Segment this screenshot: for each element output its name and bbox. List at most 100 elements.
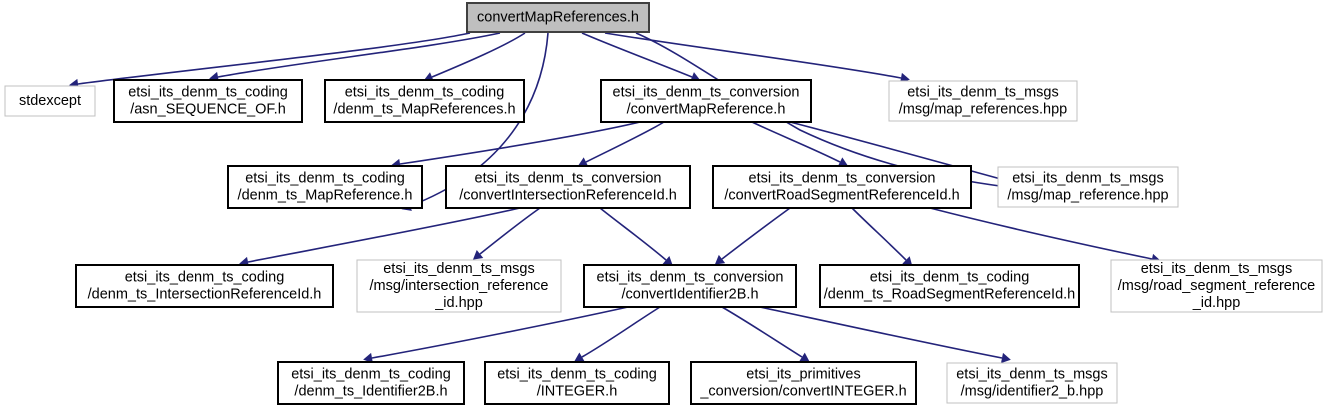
node-label: etsi_its_denm_ts_msgs/msg/intersection_r… xyxy=(370,261,549,311)
node-label: etsi_its_denm_ts_msgs/msg/road_segment_r… xyxy=(1118,261,1315,311)
node-label-line: /denm_ts_MapReference.h xyxy=(238,187,413,203)
graph-node-road_segment_reference_id_hpp[interactable]: etsi_its_denm_ts_msgs/msg/road_segment_r… xyxy=(1110,259,1323,313)
node-label-line: etsi_its_denm_ts_coding xyxy=(245,170,405,186)
node-label-line: /convertRoadSegmentReferenceId.h xyxy=(724,187,959,203)
node-label-line: etsi_its_denm_ts_coding xyxy=(497,366,657,382)
node-label-line: /msg/road_segment_reference xyxy=(1118,278,1315,294)
dependency-edge xyxy=(371,306,629,359)
node-box xyxy=(600,79,812,123)
node-label-line: /msg/map_references.hpp xyxy=(899,101,1067,117)
graph-node-denm_ts_intersectionreferenceid[interactable]: etsi_its_denm_ts_coding/denm_ts_Intersec… xyxy=(75,264,334,308)
node-label: etsi_its_denm_ts_conversion/convertRoadS… xyxy=(724,170,959,203)
node-box xyxy=(324,79,525,123)
dependency-edge xyxy=(399,121,641,165)
graph-node-denm_ts_identifier2b[interactable]: etsi_its_denm_ts_coding/denm_ts_Identifi… xyxy=(277,361,465,405)
graph-node-asn_sequence_of[interactable]: etsi_its_denm_ts_coding/asn_SEQUENCE_OF.… xyxy=(113,79,303,123)
node-label: etsi_its_denm_ts_coding/denm_ts_MapRefer… xyxy=(333,84,515,117)
node-label-line: /denm_ts_IntersectionReferenceId.h xyxy=(88,286,322,302)
node-label: etsi_its_denm_ts_msgs/msg/map_references… xyxy=(899,84,1067,117)
dependency-edge xyxy=(929,207,1153,260)
node-box xyxy=(277,361,465,405)
graph-node-convertmapreference[interactable]: etsi_its_denm_ts_conversion/convertMapRe… xyxy=(600,79,812,123)
node-label-line: /asn_SEQUENCE_OF.h xyxy=(130,101,286,117)
node-label-line: etsi_its_denm_ts_conversion xyxy=(613,84,800,100)
node-box xyxy=(445,165,691,209)
node-label-line: etsi_its_denm_ts_msgs xyxy=(1141,261,1293,277)
dependency-edge xyxy=(431,32,526,78)
node-box xyxy=(946,362,1118,404)
node-label-line: etsi_its_denm_ts_coding xyxy=(125,269,285,285)
node-label-line: /convertIntersectionReferenceId.h xyxy=(459,187,677,203)
node-box xyxy=(583,264,797,308)
graph-node-convertroadsegmentreferenceid[interactable]: etsi_its_denm_ts_conversion/convertRoadS… xyxy=(712,165,972,209)
node-box xyxy=(997,166,1179,208)
graph-node-stdexcept[interactable]: stdexcept xyxy=(4,85,96,117)
arrowhead-icon xyxy=(799,352,810,362)
node-label: etsi_its_denm_ts_coding/denm_ts_RoadSegm… xyxy=(824,269,1076,302)
graph-node-map_reference_hpp[interactable]: etsi_its_denm_ts_msgs/msg/map_reference.… xyxy=(997,166,1179,208)
dependency-edge xyxy=(581,32,693,78)
node-label-line: etsi_its_denm_ts_msgs xyxy=(956,366,1108,382)
dependency-edge xyxy=(479,207,541,255)
graph-node-convertinteger[interactable]: etsi_its_primitives_conversion/convertIN… xyxy=(690,361,917,405)
arrowhead-icon xyxy=(472,249,484,260)
node-layer: convertMapReferences.h stdexcept etsi_its_… xyxy=(4,2,1323,405)
node-label-line: etsi_its_denm_ts_msgs xyxy=(907,84,1059,100)
node-box xyxy=(75,264,334,308)
node-label-line: etsi_its_primitives xyxy=(746,366,860,382)
graph-node-identifier2_b_hpp[interactable]: etsi_its_denm_ts_msgs/msg/identifier2_b.… xyxy=(946,362,1118,404)
node-label-line: /msg/identifier2_b.hpp xyxy=(961,383,1104,399)
node-label: etsi_its_denm_ts_coding/asn_SEQUENCE_OF.… xyxy=(128,84,288,117)
node-label-line: /denm_ts_Identifier2B.h xyxy=(294,383,447,399)
graph-node-map_references_hpp[interactable]: etsi_its_denm_ts_msgs/msg/map_references… xyxy=(888,80,1078,122)
node-label: stdexcept xyxy=(19,93,81,109)
graph-node-root: convertMapReferences.h xyxy=(466,2,650,33)
arrowhead-icon xyxy=(1001,352,1011,364)
node-label: convertMapReferences.h xyxy=(477,9,639,25)
graph-node-convertidentifier2b[interactable]: etsi_its_denm_ts_conversion/convertIdent… xyxy=(583,264,797,308)
node-label-line: stdexcept xyxy=(19,93,81,109)
dependency-edge xyxy=(77,32,471,85)
node-label-line: etsi_its_denm_ts_coding xyxy=(291,366,451,382)
node-box xyxy=(690,361,917,405)
node-box xyxy=(819,264,1080,308)
dependency-edge xyxy=(247,207,521,263)
node-label: etsi_its_denm_ts_conversion/convertInter… xyxy=(459,170,677,203)
arrowhead-icon xyxy=(714,254,726,265)
node-label-line: /convertMapReference.h xyxy=(627,101,786,117)
node-box xyxy=(712,165,972,209)
node-label-line: etsi_its_denm_ts_coding xyxy=(128,84,288,100)
node-label-line: /INTEGER.h xyxy=(537,383,618,399)
node-label-line: etsi_its_denm_ts_conversion xyxy=(475,170,662,186)
dependency-edge xyxy=(585,121,665,163)
dependency-edge xyxy=(604,32,902,79)
node-box xyxy=(113,79,303,123)
graph-node-denm_ts_mapreferences[interactable]: etsi_its_denm_ts_coding/denm_ts_MapRefer… xyxy=(324,79,525,123)
graph-node-intersection_reference_id_hpp[interactable]: etsi_its_denm_ts_msgs/msg/intersection_r… xyxy=(356,259,562,313)
dependency-edge xyxy=(751,121,841,163)
dependency-edge xyxy=(581,306,661,358)
node-label-line: etsi_its_denm_ts_msgs xyxy=(383,261,535,277)
dependency-edge xyxy=(721,207,791,260)
graph-node-denm_ts_roadsegmentreferenceid[interactable]: etsi_its_denm_ts_coding/denm_ts_RoadSegm… xyxy=(819,264,1080,308)
graph-node-integer_h[interactable]: etsi_its_denm_ts_coding/INTEGER.h xyxy=(484,361,670,405)
dependency-edge xyxy=(851,207,907,261)
node-label-line: etsi_its_denm_ts_coding xyxy=(870,269,1030,285)
node-box xyxy=(888,80,1078,122)
graph-node-convertintersectionreferenceid[interactable]: etsi_its_denm_ts_conversion/convertInter… xyxy=(445,165,691,209)
node-label-line: _id.hpp xyxy=(1192,295,1241,311)
node-box xyxy=(4,85,96,117)
graph-node-denm_ts_mapreference[interactable]: etsi_its_denm_ts_coding/denm_ts_MapRefer… xyxy=(227,165,423,209)
node-label-line: /denm_ts_RoadSegmentReferenceId.h xyxy=(824,286,1076,302)
dependency-edge xyxy=(599,207,667,261)
node-label-line: etsi_its_denm_ts_coding xyxy=(345,84,505,100)
arrowhead-icon xyxy=(574,352,585,362)
arrowhead-icon xyxy=(662,256,673,266)
node-box xyxy=(466,2,650,33)
node-label-line: /msg/map_reference.hpp xyxy=(1007,187,1168,203)
dependency-edge xyxy=(721,306,803,358)
dependency-edge xyxy=(217,32,501,78)
node-label: etsi_its_denm_ts_conversion/convertIdent… xyxy=(597,269,784,302)
